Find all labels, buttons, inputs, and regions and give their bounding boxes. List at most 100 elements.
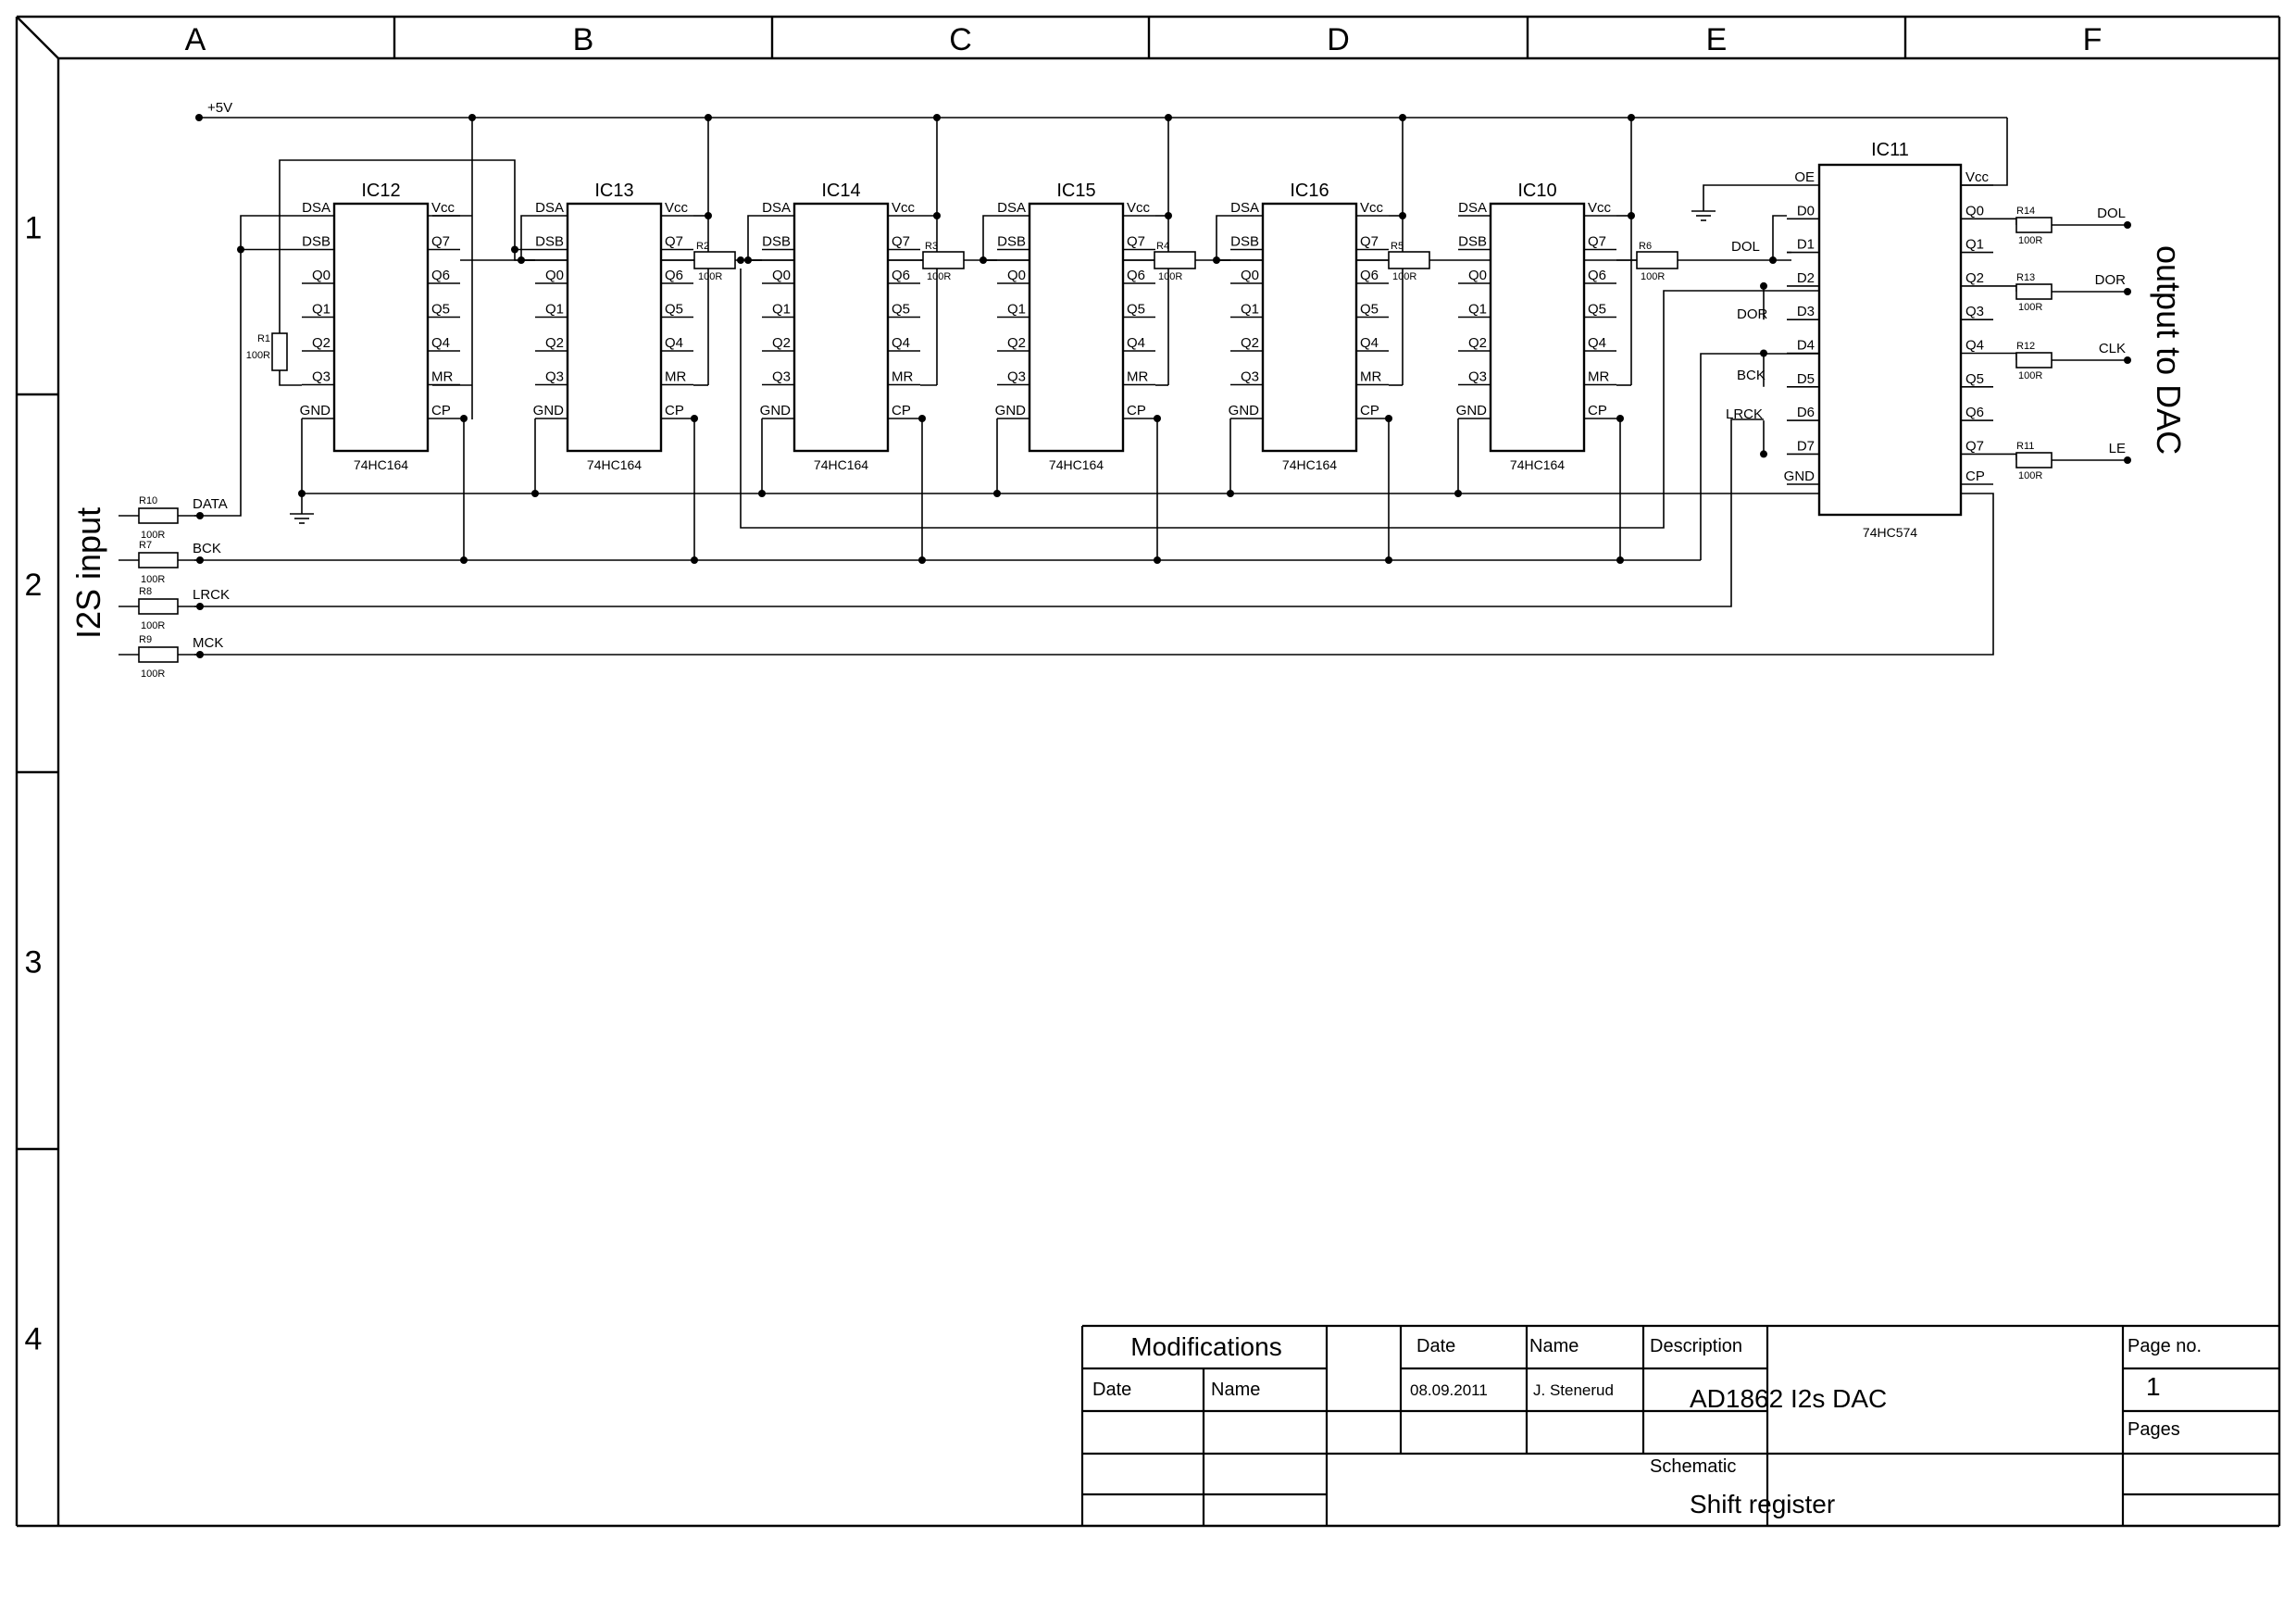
junction-dot (737, 256, 744, 264)
junction-dot (1760, 281, 1767, 290)
pin-label: Q2 (312, 335, 331, 351)
net-label: BCK (193, 541, 221, 556)
junction-dot (1760, 349, 1767, 357)
pin-label: DSA (1230, 200, 1259, 216)
pin-label: CP (1965, 468, 1985, 484)
pin-label: Q1 (1468, 302, 1487, 318)
pin-label: DSB (997, 234, 1026, 250)
column-label: E (1706, 22, 1728, 57)
pin-label: Q6 (1588, 268, 1606, 283)
junction-dot (1454, 490, 1462, 497)
net-label: DOR (1737, 306, 1768, 322)
chip-part: 74HC164 (354, 457, 408, 472)
latch-ic11 (1817, 163, 1963, 517)
pin-label: MR (431, 369, 453, 385)
chip-name: IC11 (1871, 140, 1909, 160)
resistor-ref: R12 (2016, 341, 2035, 352)
pin-label: CP (1127, 403, 1146, 418)
net-label: LRCK (1726, 406, 1763, 422)
pin-label: MR (1127, 369, 1148, 385)
pin-label: Q3 (1468, 369, 1487, 385)
pin-label: CP (665, 403, 684, 418)
pin-label: Q2 (1468, 335, 1487, 351)
pin-label: Q1 (545, 302, 564, 318)
junction-dot (2124, 288, 2131, 295)
pin-label: Q6 (1127, 268, 1145, 283)
wire (1993, 352, 2017, 360)
junction-dot (758, 490, 766, 497)
pin-label: Q0 (772, 268, 791, 283)
junction-dot (2124, 221, 2131, 229)
pin-label: CP (1360, 403, 1379, 418)
chip-name: IC16 (1290, 181, 1329, 201)
pin-label: GND (533, 403, 565, 418)
junction-dot (1385, 415, 1392, 422)
junction-dot (196, 512, 204, 519)
pin-label: MR (1588, 369, 1609, 385)
pin-label: DSB (762, 234, 791, 250)
pin-label: D2 (1797, 270, 1815, 286)
chip-part: 74HC164 (1282, 457, 1337, 472)
pin-label: Q6 (431, 268, 450, 283)
net-label: DOR (2095, 272, 2127, 288)
page-no-label: Page no. (2128, 1336, 2202, 1356)
resistor (271, 332, 288, 371)
pin-label: MR (665, 369, 686, 385)
pin-label: D1 (1797, 237, 1815, 253)
junction-dot (195, 114, 203, 121)
pin-label: DSB (302, 234, 331, 250)
date-header: Date (1416, 1336, 1455, 1356)
resistor-ref: R2 (696, 241, 709, 252)
wire (1993, 453, 2017, 460)
junction-dot (2124, 356, 2131, 364)
pin-label: CP (431, 403, 451, 418)
pin-label: GND (1784, 468, 1816, 484)
chip-name: IC10 (1517, 181, 1556, 201)
junction-dot (1154, 415, 1161, 422)
column-label: F (2083, 22, 2103, 57)
resistor-value: 100R (141, 620, 165, 631)
pin-label: Q2 (1007, 335, 1026, 351)
junction-dot (196, 651, 204, 658)
input-title: I2S input (69, 507, 107, 639)
resistor-ref: R4 (1156, 241, 1169, 252)
junction-dot (2124, 456, 2131, 464)
pin-label: D5 (1797, 371, 1815, 387)
pin-label: Q7 (431, 234, 450, 250)
chip-part: 74HC164 (587, 457, 642, 472)
wire (1993, 218, 2017, 225)
resistor-value: 100R (141, 668, 165, 680)
wire (1703, 184, 1787, 211)
pin-label: Q7 (1965, 438, 1984, 454)
pin-label: OE (1794, 169, 1815, 185)
pin-label: Q6 (665, 268, 683, 283)
pin-label: Vcc (892, 200, 916, 216)
pin-label: Q0 (1468, 268, 1487, 283)
pin-label: Q2 (545, 335, 564, 351)
net-label: LE (2109, 441, 2126, 456)
resistor (1388, 251, 1430, 269)
chip-part: 74HC164 (814, 457, 868, 472)
pin-label: Q0 (1965, 203, 1984, 219)
resistor (138, 552, 179, 568)
chip-name: IC14 (821, 181, 860, 201)
resistor-ref: R6 (1639, 241, 1652, 252)
pin-label: Q7 (892, 234, 910, 250)
pin-label: D0 (1797, 203, 1815, 219)
chip-part: 74HC574 (1863, 525, 1917, 540)
pages-label: Pages (2128, 1419, 2180, 1440)
resistor-value: 100R (1641, 271, 1665, 282)
pin-label: Vcc (1127, 200, 1151, 216)
row-label: 4 (25, 1322, 43, 1357)
pin-label: Q2 (1965, 270, 1984, 286)
resistor-ref: R13 (2016, 272, 2035, 283)
date-value: 08.09.2011 (1410, 1381, 1488, 1399)
column-label: A (185, 22, 206, 57)
net-label: MCK (193, 635, 223, 651)
resistor-value: 100R (927, 271, 951, 282)
pin-label: DSB (1230, 234, 1259, 250)
pin-label: DSA (302, 200, 331, 216)
pin-label: Q1 (1241, 302, 1259, 318)
